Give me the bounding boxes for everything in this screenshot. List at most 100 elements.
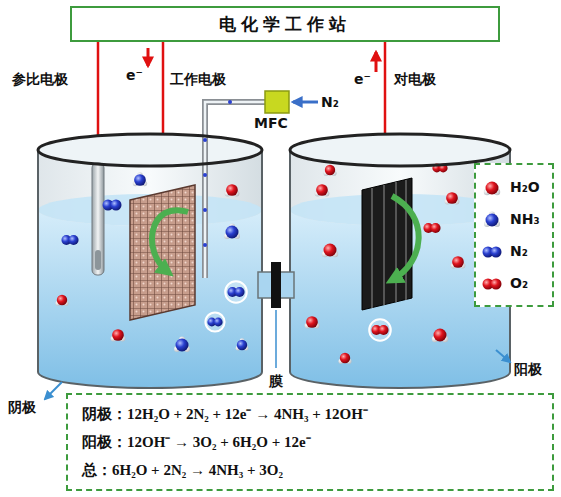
legend-entry: N₂ xyxy=(480,235,548,267)
atom xyxy=(379,325,389,335)
molecule xyxy=(111,329,126,341)
atom xyxy=(69,235,79,245)
molecule xyxy=(225,281,247,303)
atom xyxy=(226,226,239,239)
molecule xyxy=(423,223,440,233)
molecule xyxy=(236,338,249,350)
molecule xyxy=(484,182,500,196)
legend-label: N₂ xyxy=(510,243,528,259)
gas-bubble xyxy=(225,281,247,303)
atom xyxy=(112,329,124,341)
electrode-label: 工作电极 xyxy=(170,70,226,88)
illustration-part xyxy=(203,138,207,142)
molecule xyxy=(55,295,68,306)
molecule xyxy=(205,312,224,331)
legend-icon xyxy=(480,271,506,295)
atom xyxy=(111,200,122,211)
gas-inlet-arrow xyxy=(293,101,318,104)
molecule xyxy=(432,329,448,343)
electron-arrows xyxy=(148,48,376,72)
atom xyxy=(214,318,223,327)
equation-text: 阴极：12H₂O + 2N₂ + 12e⁻ → 4NH₃ + 12OH⁻ xyxy=(82,400,538,428)
atom xyxy=(176,339,189,352)
molecules xyxy=(55,164,465,364)
illustration-part xyxy=(203,173,207,177)
electrode-label: 对电极 xyxy=(394,70,436,88)
molecule xyxy=(484,212,500,228)
electron-symbol: e⁻ xyxy=(354,70,371,88)
workstation-box: 电化学工作站 xyxy=(70,6,500,42)
atom xyxy=(431,223,441,233)
atom xyxy=(57,295,67,305)
leader-arrow xyxy=(45,382,62,399)
atom xyxy=(235,287,245,297)
legend-icon xyxy=(480,207,506,231)
atom xyxy=(491,279,502,290)
leader-line xyxy=(275,310,277,368)
molecule xyxy=(61,235,78,245)
leader-arrow xyxy=(496,350,510,362)
atom xyxy=(486,214,499,227)
atom xyxy=(325,165,335,175)
legend-entry: O₂ xyxy=(480,267,548,299)
gas-bubble xyxy=(205,312,224,331)
illustration-part xyxy=(147,48,150,66)
illustration-part xyxy=(203,243,207,247)
atom xyxy=(446,192,458,204)
illustration-part xyxy=(228,100,232,104)
molecule xyxy=(225,184,240,196)
atom xyxy=(340,353,350,363)
reference-tip xyxy=(95,250,101,270)
molecule xyxy=(305,316,320,328)
atom xyxy=(486,182,499,195)
molecule xyxy=(133,172,147,186)
legend-box: H₂O NH₃ N₂ O₂ xyxy=(474,163,554,307)
electron-symbol: e⁻ xyxy=(126,66,143,84)
legend-label: O₂ xyxy=(510,275,528,291)
illustration-part xyxy=(375,52,378,72)
legend-entry: H₂O xyxy=(480,171,548,203)
atom xyxy=(306,316,318,328)
gas-bubble xyxy=(369,319,391,341)
atom xyxy=(452,256,464,268)
legend-icon xyxy=(480,239,506,263)
cathode-beaker xyxy=(38,134,262,388)
molecule xyxy=(369,319,391,341)
molecule xyxy=(483,279,502,290)
reaction-arrow xyxy=(392,196,419,280)
atom xyxy=(434,329,447,342)
illustration-part xyxy=(38,150,262,388)
part-label: 膜 xyxy=(269,372,283,390)
molecule xyxy=(323,165,336,176)
atom xyxy=(316,184,328,196)
atom xyxy=(226,184,238,196)
membrane xyxy=(271,262,281,308)
illustration-part xyxy=(38,134,262,166)
atom xyxy=(134,174,146,186)
molecule xyxy=(322,244,338,258)
illustration-part xyxy=(383,185,385,305)
mass-flow-controller xyxy=(265,91,289,113)
electrode-label: 参比电极 xyxy=(12,70,68,88)
working-electrode xyxy=(130,185,195,320)
molecule xyxy=(445,192,460,204)
reference-electrode xyxy=(92,163,104,275)
molecule xyxy=(224,224,240,240)
device-label: MFC xyxy=(254,114,288,132)
atom xyxy=(324,244,337,257)
equation-box: 阴极：12H₂O + 2N₂ + 12e⁻ → 4NH₃ + 12OH⁻阳极：1… xyxy=(66,393,554,491)
equation-text: 阳极：12OH⁻ → 3O₂ + 6H₂O + 12e⁻ xyxy=(82,428,538,456)
legend-entry: NH₃ xyxy=(480,203,548,235)
legend-icon xyxy=(480,175,506,199)
counter-electrode xyxy=(362,178,412,310)
beaker-outlines xyxy=(38,134,510,388)
illustration-part xyxy=(371,188,373,308)
electrode-label: 阳极 xyxy=(514,360,542,378)
illustration-part xyxy=(203,208,207,212)
gas-label: N₂ xyxy=(321,93,339,111)
legend-label: H₂O xyxy=(510,179,540,195)
molecule xyxy=(483,247,502,258)
illustration-part xyxy=(38,134,262,166)
